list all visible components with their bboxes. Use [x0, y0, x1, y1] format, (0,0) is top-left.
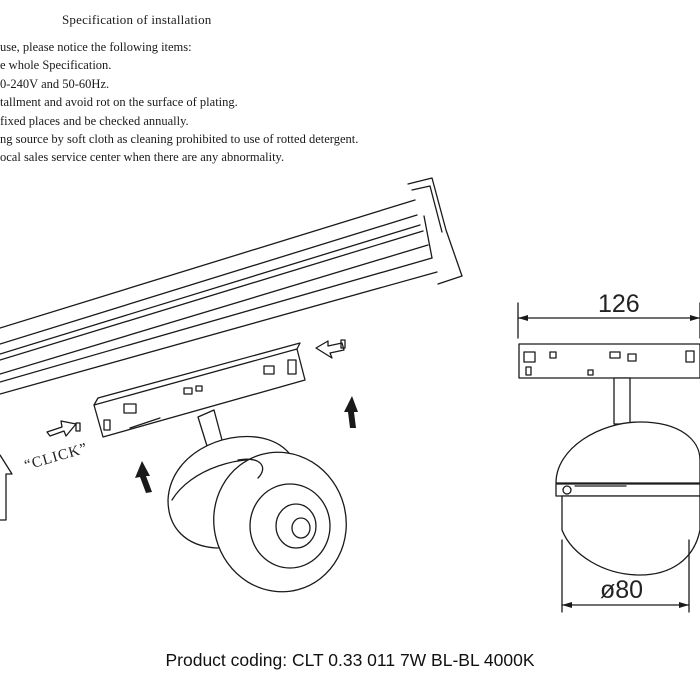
width-dimension-label: 126: [598, 290, 640, 318]
push-up-arrow-icon: [135, 396, 358, 493]
notice-list: use, please notice the following items: …: [0, 38, 420, 167]
notice-item: use, please notice the following items:: [0, 40, 192, 54]
side-view-drawing: [517, 302, 700, 613]
notice-item: e whole Specification.: [0, 58, 112, 73]
notice-item: 0-240V and 50-60Hz.: [0, 76, 110, 91]
notice-item: tallment and avoid rot on the surface of…: [0, 95, 238, 110]
track-adapter: [93, 342, 306, 438]
notice-item: fixed places and be checked annually.: [0, 113, 189, 128]
track-rail: [0, 177, 463, 395]
product-coding: Product coding: CLT 0.33 011 7W BL-BL 40…: [165, 650, 535, 670]
notice-item: ocal sales service center when there are…: [0, 150, 285, 165]
slide-arrow-icon: [46, 339, 346, 437]
spot-head: [167, 436, 347, 593]
guide-arrow-icon: [0, 454, 13, 521]
click-label: “CLICK”: [23, 440, 90, 473]
dimension-arrowheads: [518, 315, 700, 608]
diameter-dimension-label: ø80: [600, 576, 643, 604]
page-title: Specification of installation: [62, 12, 212, 27]
notice-item: ng source by soft cloth as cleaning proh…: [0, 132, 359, 147]
